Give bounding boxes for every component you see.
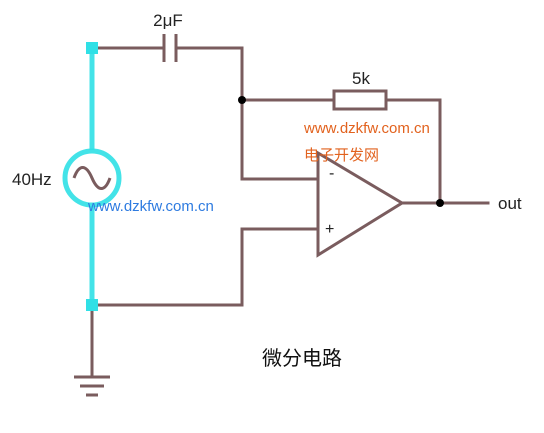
opamp-noninverting-label: + (325, 221, 334, 238)
source-frequency-label: 40Hz (12, 170, 52, 189)
watermark-url-top-right: www.dzkfw.com.cn (303, 120, 430, 137)
watermark-cn-top-right: 电子开发网 (304, 147, 379, 164)
junction-dot-feedback (238, 96, 246, 104)
source-node-bottom (86, 299, 98, 311)
diagram-title: 微分电路 (262, 347, 342, 370)
ac-source (62, 42, 122, 311)
wires (90, 46, 490, 377)
resistor (332, 89, 388, 111)
capacitor-value-label: 2μF (153, 11, 183, 30)
capacitor (162, 34, 178, 62)
opamp-inverting-label: - (329, 165, 334, 182)
watermark-url-left: www.dzkfw.com.cn (87, 198, 214, 215)
resistor-value-label: 5k (352, 69, 370, 88)
source-circle (62, 148, 122, 208)
sine-wave-icon (72, 166, 112, 190)
source-node-top (86, 42, 98, 54)
opamp-triangle (316, 150, 405, 258)
junction-dot-output (436, 199, 444, 207)
ground-icon (74, 375, 110, 397)
output-label: out (498, 194, 522, 213)
